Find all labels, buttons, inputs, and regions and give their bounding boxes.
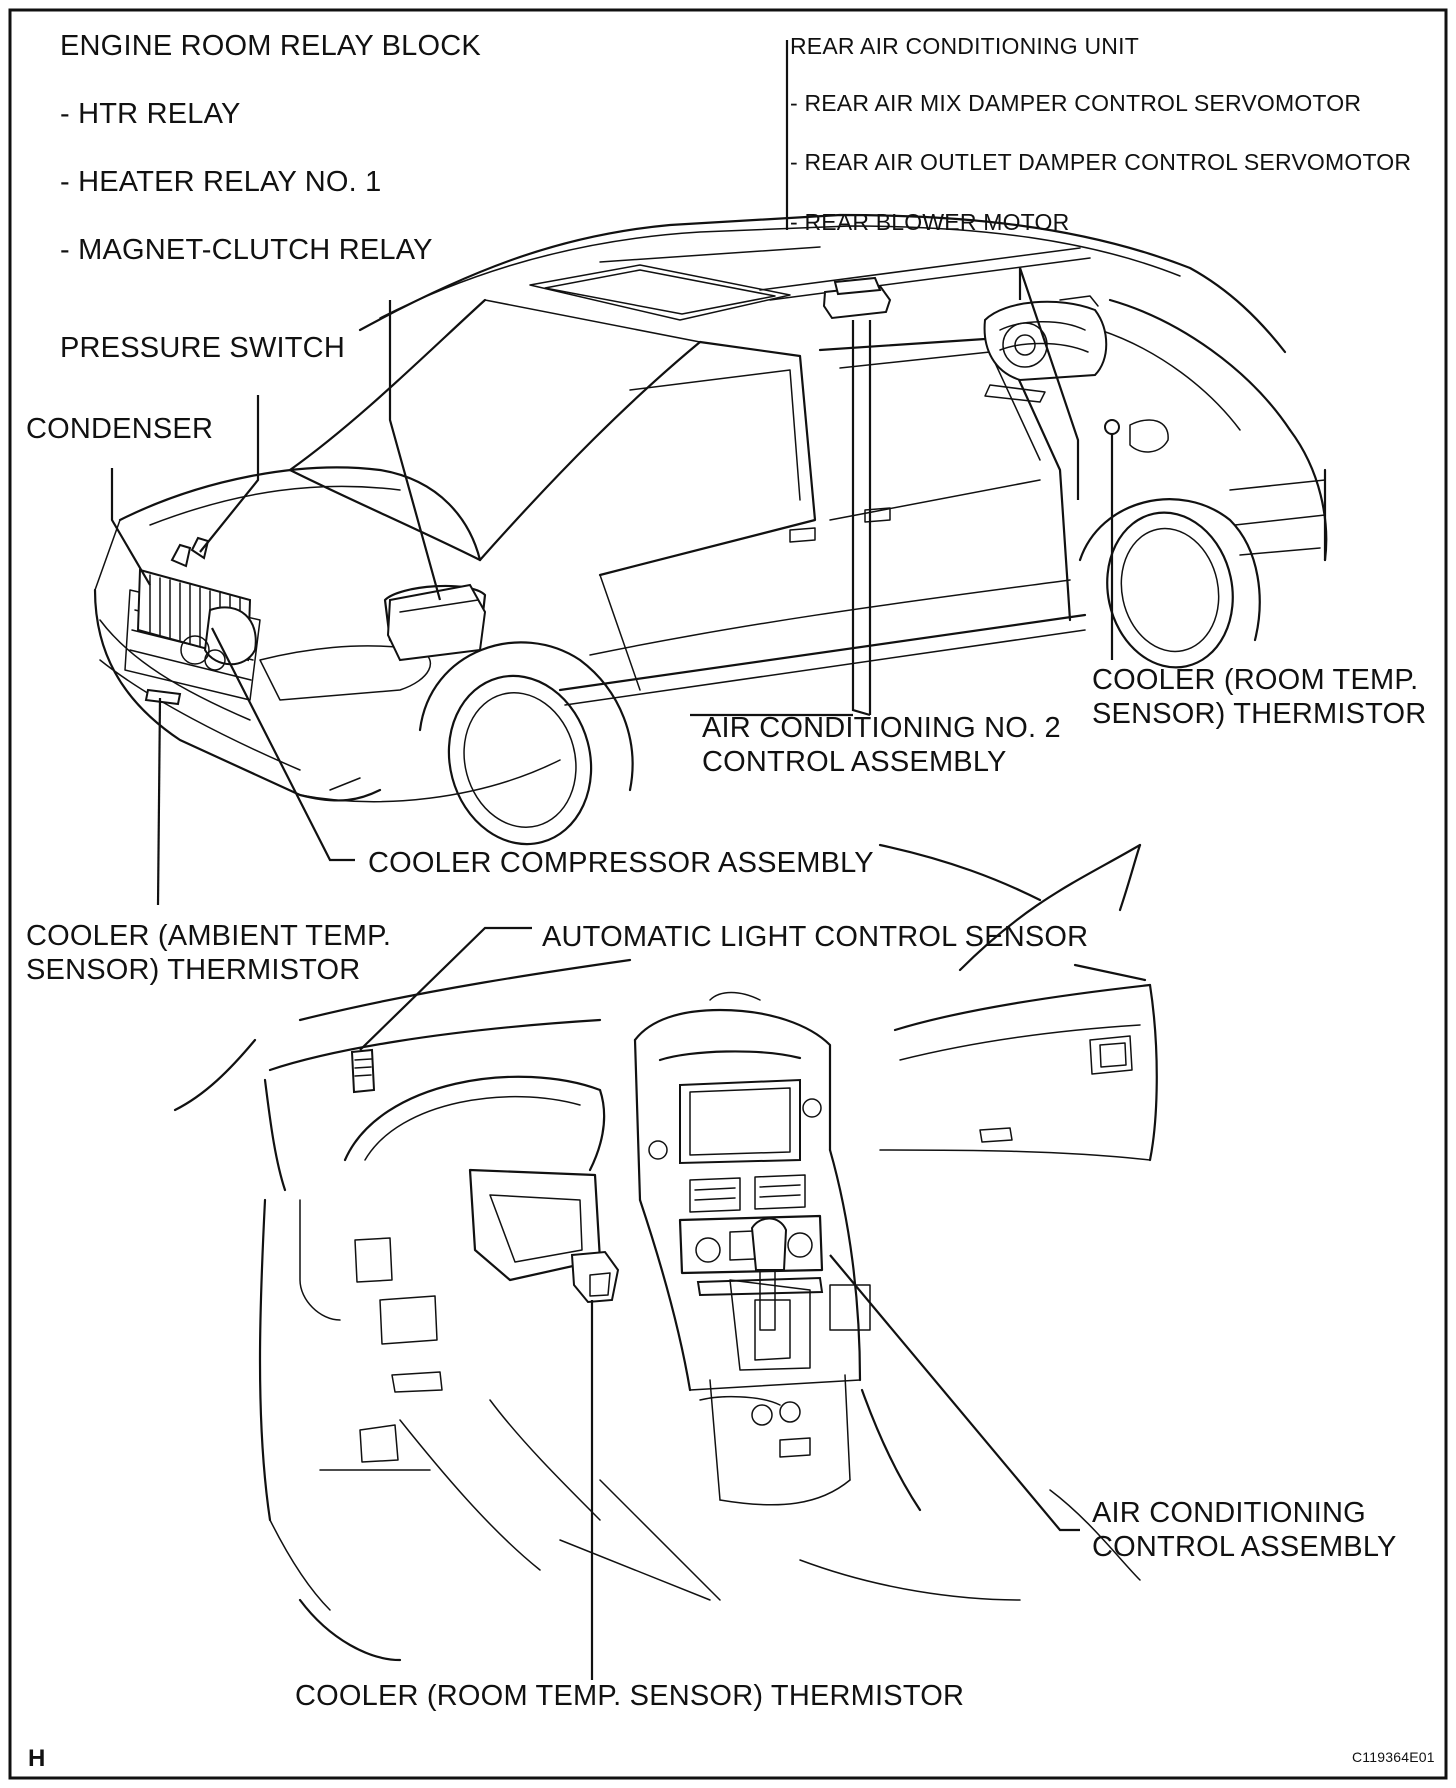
label-cooler-room-temp-rear-2: SENSOR) THERMISTOR: [1092, 698, 1427, 730]
vehicle-illustration: [93, 213, 1328, 846]
label-condenser: CONDENSER: [26, 413, 214, 445]
figure-frame: [8, 8, 1448, 1780]
label-engine-room-relay-block: ENGINE ROOM RELAY BLOCK: [60, 30, 481, 62]
label-heater-relay-no1: - HEATER RELAY NO. 1: [60, 166, 382, 198]
label-cooler-room-temp-front: COOLER (ROOM TEMP. SENSOR) THERMISTOR: [295, 1680, 965, 1712]
leader-lines: [110, 40, 1114, 1680]
label-magnet-clutch-relay: - MAGNET-CLUTCH RELAY: [60, 234, 433, 266]
label-pressure-switch: PRESSURE SWITCH: [60, 332, 345, 364]
label-ac-no2-2: CONTROL ASSEMBLY: [702, 746, 1007, 778]
label-ambient-thermistor-1: COOLER (AMBIENT TEMP.: [26, 920, 392, 952]
label-ac-control-2: CONTROL ASSEMBLY: [1092, 1531, 1397, 1563]
label-cooler-room-temp-rear-1: COOLER (ROOM TEMP.: [1092, 664, 1419, 696]
label-rear-air-mix-servo: - REAR AIR MIX DAMPER CONTROL SERVOMOTOR: [790, 90, 1362, 116]
label-ambient-thermistor-2: SENSOR) THERMISTOR: [26, 954, 361, 986]
label-auto-light-sensor: AUTOMATIC LIGHT CONTROL SENSOR: [542, 921, 1089, 953]
label-htr-relay: - HTR RELAY: [60, 98, 241, 130]
section-letter: H: [28, 1745, 46, 1772]
label-rear-air-outlet-servo: - REAR AIR OUTLET DAMPER CONTROL SERVOMO…: [790, 149, 1412, 175]
label-ac-control-1: AIR CONDITIONING: [1092, 1497, 1366, 1529]
label-ac-no2-1: AIR CONDITIONING NO. 2: [702, 712, 1061, 744]
figure-code: C119364E01: [1352, 1749, 1435, 1765]
dashboard-illustration: [173, 843, 1158, 1662]
label-cooler-compressor: COOLER COMPRESSOR ASSEMBLY: [368, 847, 874, 879]
label-rear-blower-motor: - REAR BLOWER MOTOR: [790, 209, 1070, 235]
label-rear-ac-unit: REAR AIR CONDITIONING UNIT: [790, 33, 1139, 59]
